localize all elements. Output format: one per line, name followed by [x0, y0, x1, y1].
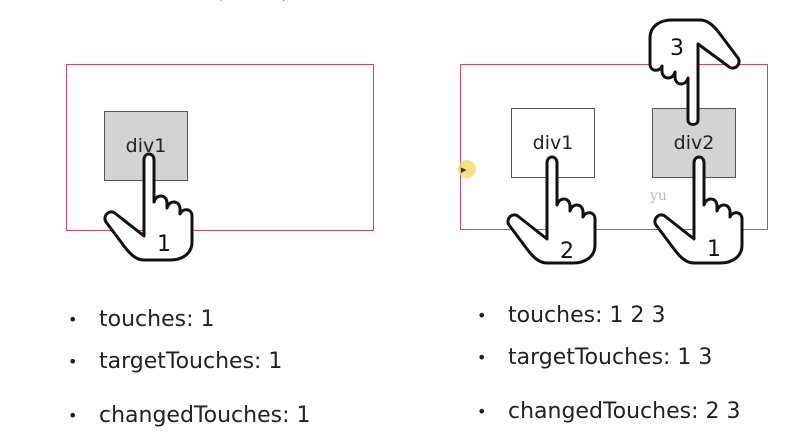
bullet-icon: •	[68, 406, 78, 425]
right-touch-area	[460, 64, 768, 230]
list-item: • changedTouches: 2 3	[477, 399, 741, 424]
left-touch-area	[66, 64, 374, 231]
right-finger-3-label: 3	[670, 36, 684, 61]
mouse-cursor-highlight-icon	[458, 160, 476, 178]
bullet-icon: •	[477, 306, 487, 325]
bullet-icon: •	[68, 310, 78, 329]
list-item: • targetTouches: 1 3	[477, 345, 713, 370]
left-div1-label: div1	[125, 135, 167, 157]
mouse-pointer-icon: ▸	[461, 164, 467, 176]
bullet-icon: •	[477, 402, 487, 421]
list-item: • touches: 1	[68, 307, 215, 332]
right-finger-1-hand-icon: 1	[652, 153, 756, 265]
left-finger-1-label: 1	[157, 232, 171, 257]
left-finger-1-hand-icon: 1	[102, 150, 202, 262]
right-finger-2-hand-icon: 2	[505, 153, 605, 265]
bullet-icon: •	[68, 352, 78, 371]
bullet-icon: •	[477, 348, 487, 367]
list-item: • touches: 1 2 3	[477, 303, 666, 328]
top-title-fragment-left	[215, 0, 365, 4]
watermark-text: yu	[650, 188, 667, 204]
list-item: • changedTouches: 1	[68, 403, 311, 428]
top-title-fragment-right	[470, 0, 590, 4]
right-finger-2-label: 2	[560, 239, 574, 264]
right-div1-label: div1	[532, 132, 574, 154]
right-div2-label: div2	[673, 132, 715, 154]
list-item: • targetTouches: 1	[68, 349, 283, 374]
right-finger-3-hand-icon: 3	[638, 16, 742, 126]
right-finger-1-label: 1	[707, 237, 721, 262]
